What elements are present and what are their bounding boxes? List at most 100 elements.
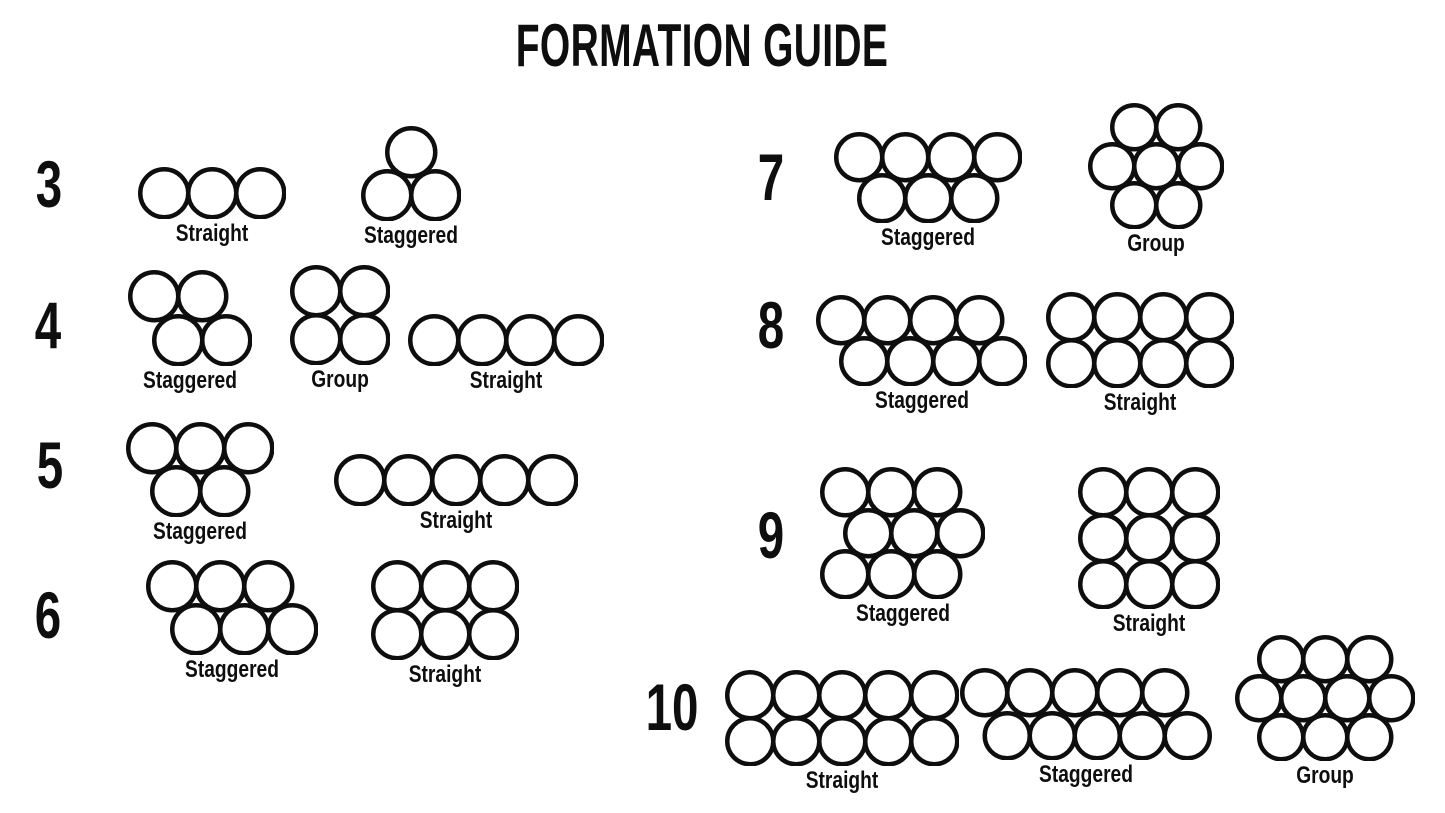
formation-diagram	[407, 313, 605, 367]
circle	[1169, 512, 1221, 564]
circle	[233, 166, 287, 220]
circle	[1153, 102, 1203, 152]
circle	[1091, 337, 1143, 389]
circle	[1344, 712, 1394, 762]
circle	[770, 669, 822, 721]
formation-8-staggered: Staggered	[815, 294, 1028, 413]
circle	[815, 294, 867, 346]
formation-3-straight: Straight	[137, 166, 287, 246]
circle	[241, 559, 295, 613]
circle	[408, 168, 462, 222]
formation-diagram	[370, 559, 520, 661]
circle	[137, 166, 191, 220]
circle	[907, 294, 959, 346]
circle	[1077, 466, 1129, 518]
circle	[185, 166, 239, 220]
circle	[455, 313, 509, 367]
formation-10-group: Group	[1234, 634, 1416, 788]
circle	[1131, 141, 1181, 191]
circle	[197, 464, 251, 518]
circle	[816, 715, 868, 767]
formation-type-label: Straight	[419, 507, 493, 535]
circle	[466, 559, 520, 613]
formation-type-label: Straight	[469, 367, 543, 395]
circle	[1300, 712, 1350, 762]
count-label-10: 10	[645, 670, 699, 744]
formation-type-label: Staggered	[364, 222, 458, 250]
count-label-7: 7	[757, 140, 785, 214]
circle	[418, 607, 472, 661]
formation-diagram	[289, 264, 391, 366]
circle	[477, 453, 531, 507]
circle	[407, 313, 461, 367]
circle	[1256, 634, 1306, 684]
circle	[1094, 667, 1145, 718]
circle	[125, 421, 179, 475]
circle	[173, 421, 227, 475]
circle	[1049, 667, 1100, 718]
circle	[934, 507, 986, 559]
formation-4-staggered: Staggered	[127, 269, 253, 393]
formation-diagram	[959, 667, 1212, 761]
circle	[551, 313, 605, 367]
count-label-9: 9	[757, 498, 785, 572]
circle	[466, 607, 520, 661]
circle	[289, 264, 343, 318]
circle	[1169, 466, 1221, 518]
circle	[193, 559, 247, 613]
count-label-4: 4	[34, 288, 62, 362]
circle	[976, 335, 1028, 387]
formation-type-label: Group	[311, 366, 369, 394]
formation-4-straight: Straight	[407, 313, 605, 393]
circle	[959, 667, 1010, 718]
circle	[149, 464, 203, 518]
count-label-6: 6	[34, 578, 62, 652]
circle	[833, 131, 885, 183]
circle	[902, 172, 954, 224]
circle	[1123, 558, 1175, 610]
circle	[145, 559, 199, 613]
circle	[971, 131, 1023, 183]
circle	[175, 269, 229, 323]
formation-diagram	[1087, 102, 1225, 230]
formation-type-label: Straight	[1103, 389, 1177, 417]
circle	[169, 602, 223, 656]
circle	[1169, 558, 1221, 610]
circle	[1175, 141, 1225, 191]
circle	[1109, 180, 1159, 230]
circle	[381, 453, 435, 507]
formation-diagram	[1234, 634, 1416, 762]
circle	[370, 607, 424, 661]
circle	[1027, 710, 1077, 761]
circle	[1153, 180, 1203, 230]
circle	[337, 264, 391, 318]
circle	[1077, 558, 1129, 610]
formation-type-label: Straight	[1112, 610, 1186, 638]
formation-10-staggered: Staggered	[959, 667, 1212, 787]
circle	[370, 559, 424, 613]
circle	[724, 715, 776, 767]
formation-type-label: Straight	[408, 661, 482, 689]
circle	[360, 168, 414, 222]
formation-diagram	[127, 269, 253, 367]
circle	[127, 269, 181, 323]
formation-type-label: Staggered	[855, 600, 950, 628]
circle	[862, 669, 914, 721]
circle	[1123, 466, 1175, 518]
formation-3-staggered: Staggered	[360, 125, 462, 248]
formation-8-straight: Straight	[1045, 291, 1235, 415]
formation-9-straight: Straight	[1077, 466, 1221, 636]
count-label-3: 3	[35, 147, 63, 221]
circle	[948, 172, 1000, 224]
circle	[1162, 710, 1212, 761]
circle	[221, 421, 275, 475]
circle	[1004, 667, 1055, 718]
circle	[724, 669, 776, 721]
formation-diagram	[360, 125, 462, 222]
circle	[1256, 712, 1306, 762]
count-label-5: 5	[36, 428, 64, 502]
circle	[770, 715, 822, 767]
circle	[199, 313, 253, 367]
circle	[953, 294, 1005, 346]
circle	[862, 715, 914, 767]
